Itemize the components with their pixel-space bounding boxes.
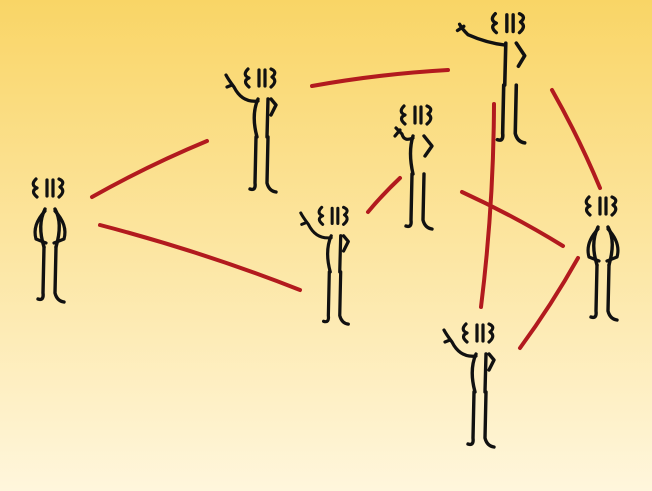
- network-diagram: [0, 0, 652, 491]
- social-network-graph: [0, 0, 652, 491]
- background: [0, 0, 652, 491]
